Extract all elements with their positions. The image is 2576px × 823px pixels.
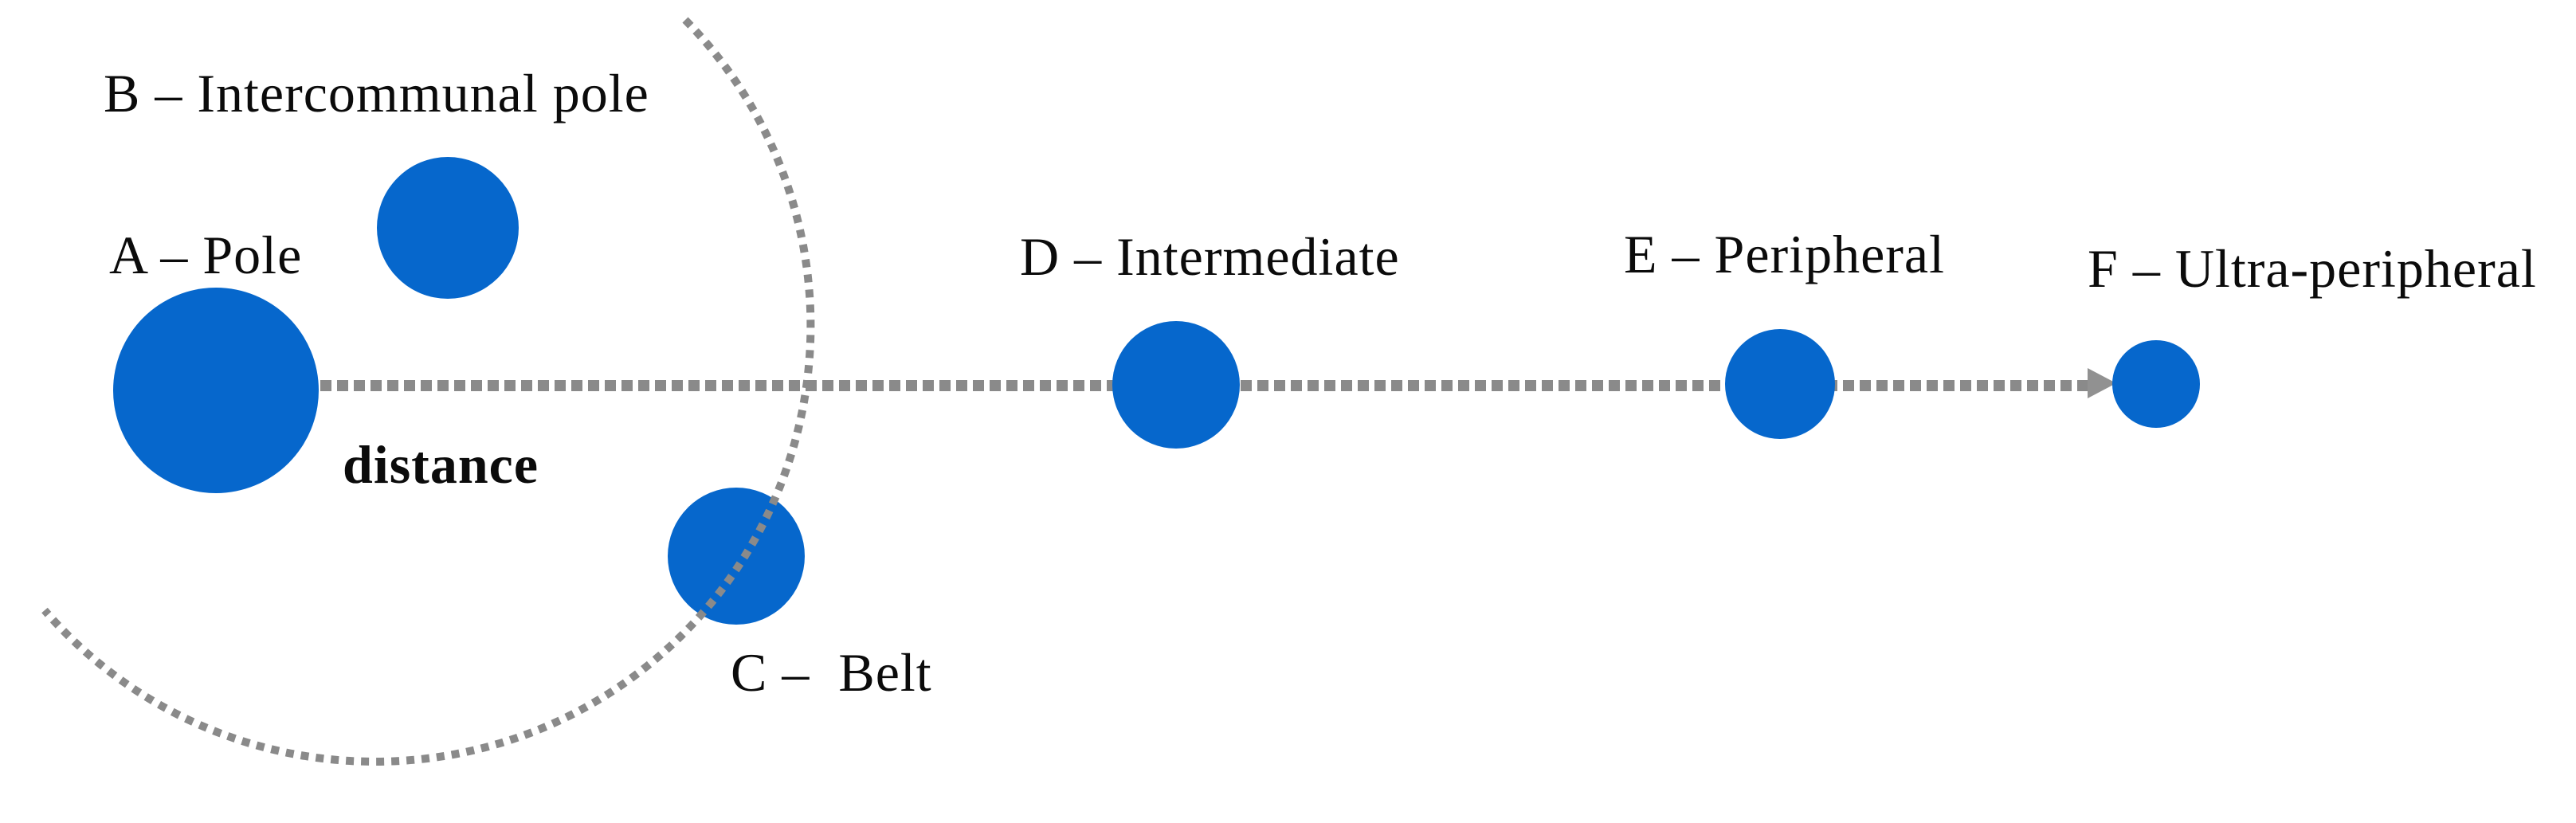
- circle-d-intermediate: [1112, 321, 1240, 449]
- circle-a-pole: [113, 288, 319, 493]
- label-c-belt: C – Belt: [731, 642, 932, 703]
- circle-f-ultra-peripheral: [2112, 340, 2200, 428]
- arrowhead-icon: [2088, 368, 2116, 398]
- label-e-peripheral: E – Peripheral: [1624, 224, 1945, 284]
- circle-b-intercommunal: [377, 157, 519, 299]
- label-b-intercommunal-pole: B – Intercommunal pole: [104, 63, 649, 123]
- label-a-pole: A – Pole: [109, 225, 303, 285]
- distance-axis-label: distance: [343, 434, 539, 495]
- circle-c-belt: [668, 488, 805, 625]
- label-d-intermediate: D – Intermediate: [1020, 226, 1400, 287]
- label-f-ultra-peripheral: F – Ultra-peripheral: [2088, 238, 2537, 299]
- circle-e-peripheral: [1725, 329, 1835, 439]
- belt-boundary-arc: [41, 17, 815, 766]
